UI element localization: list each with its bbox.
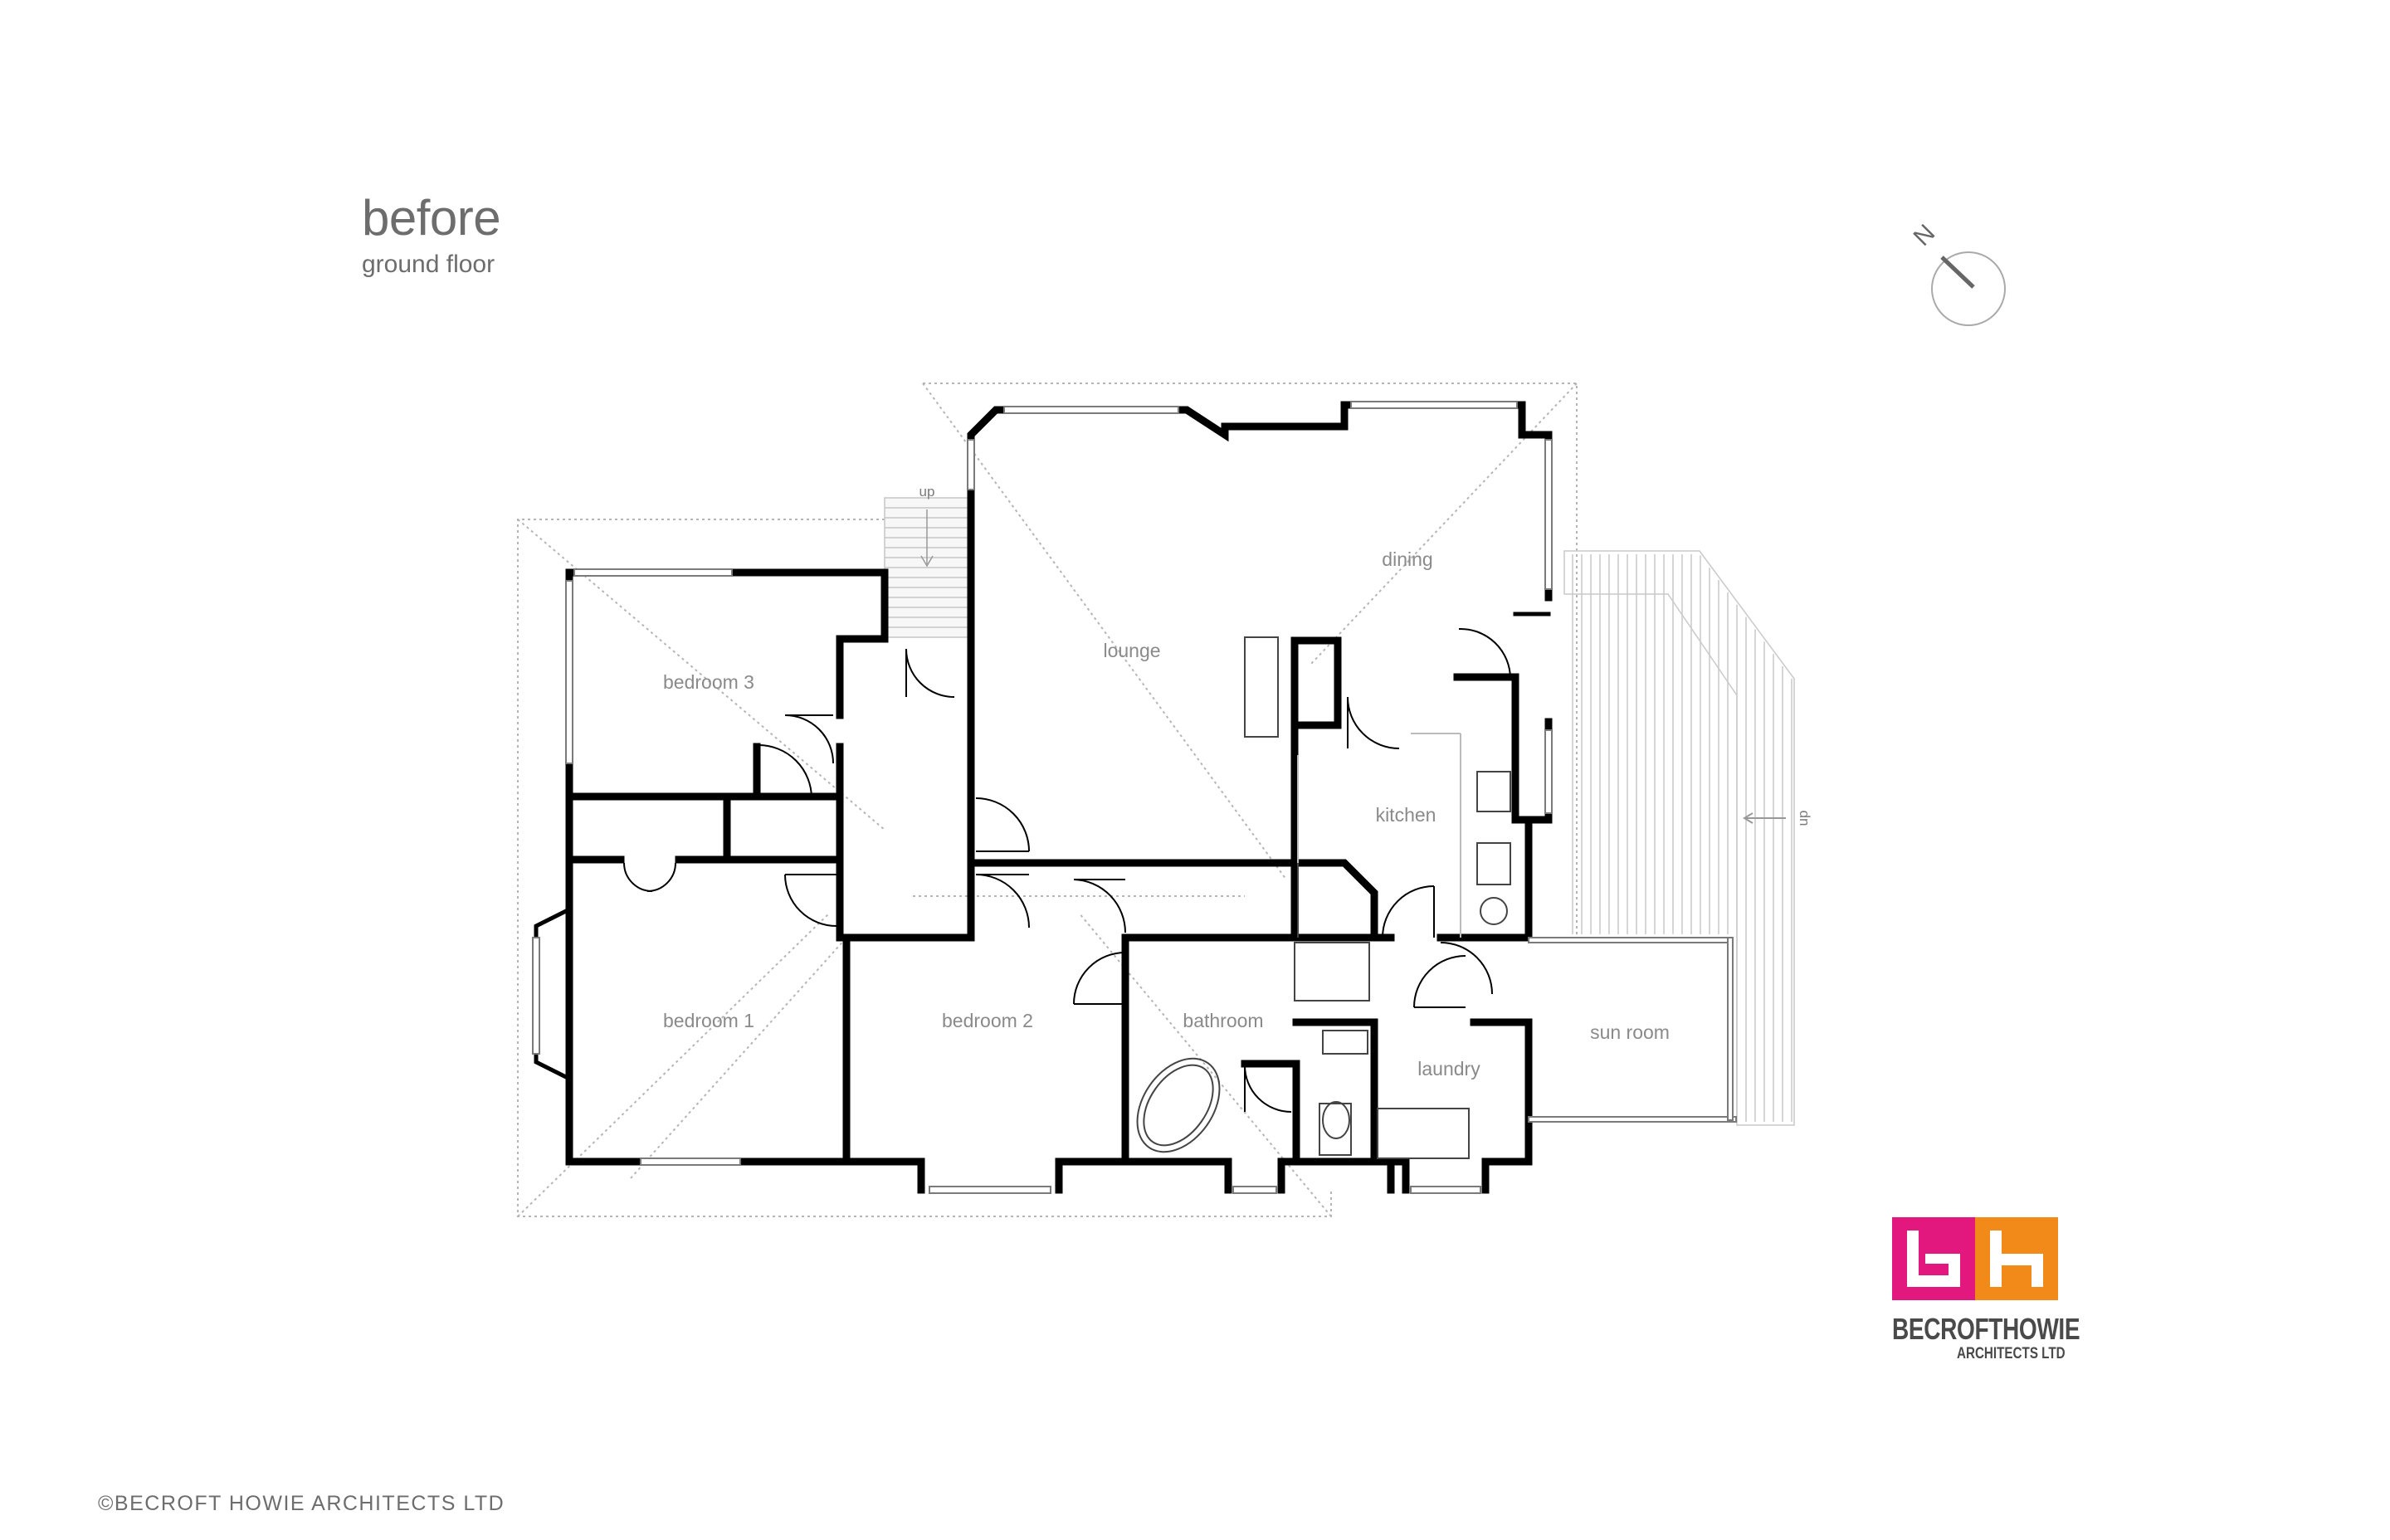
page-subtitle: ground floor xyxy=(362,251,495,278)
copyright-notice: ©BECROFT HOWIE ARCHITECTS LTD xyxy=(98,1492,505,1515)
svg-text:N: N xyxy=(1909,219,1941,251)
north-arrow-icon: N xyxy=(1909,219,2006,326)
fixtures xyxy=(1136,636,1511,1159)
room-label-kitchen: kitchen xyxy=(1376,804,1436,826)
room-label-sun-room: sun room xyxy=(1590,1021,1670,1043)
walls xyxy=(534,401,1553,1194)
room-label-laundry: laundry xyxy=(1417,1058,1480,1079)
room-label-bedroom-1: bedroom 1 xyxy=(663,1010,754,1031)
logo-mark-icon xyxy=(1892,1217,2058,1300)
roof-outline xyxy=(517,383,1578,1217)
logo-name: BECROFTHOWIE xyxy=(1892,1312,2080,1346)
door-swings xyxy=(623,627,1511,1113)
room-label-bedroom-2: bedroom 2 xyxy=(942,1010,1033,1031)
room-label-bathroom: bathroom xyxy=(1183,1010,1263,1031)
deck xyxy=(1563,550,1795,1126)
logo-subname: ARCHITECTS LTD xyxy=(1957,1345,2066,1362)
deck-up-label: up xyxy=(1795,811,1811,826)
windows xyxy=(532,401,1737,1194)
room-label-bedroom-3: bedroom 3 xyxy=(663,671,754,693)
deck-up-arrow: up xyxy=(1743,811,1811,826)
company-logo: BECROFTHOWIE ARCHITECTS LTD xyxy=(1892,1217,2080,1363)
page-title: before xyxy=(362,190,501,246)
room-label-lounge: lounge xyxy=(1103,640,1160,661)
room-label-dining: dining xyxy=(1382,548,1432,570)
stair-arrow-head xyxy=(920,555,934,568)
stairs-up-label: up xyxy=(919,484,935,500)
